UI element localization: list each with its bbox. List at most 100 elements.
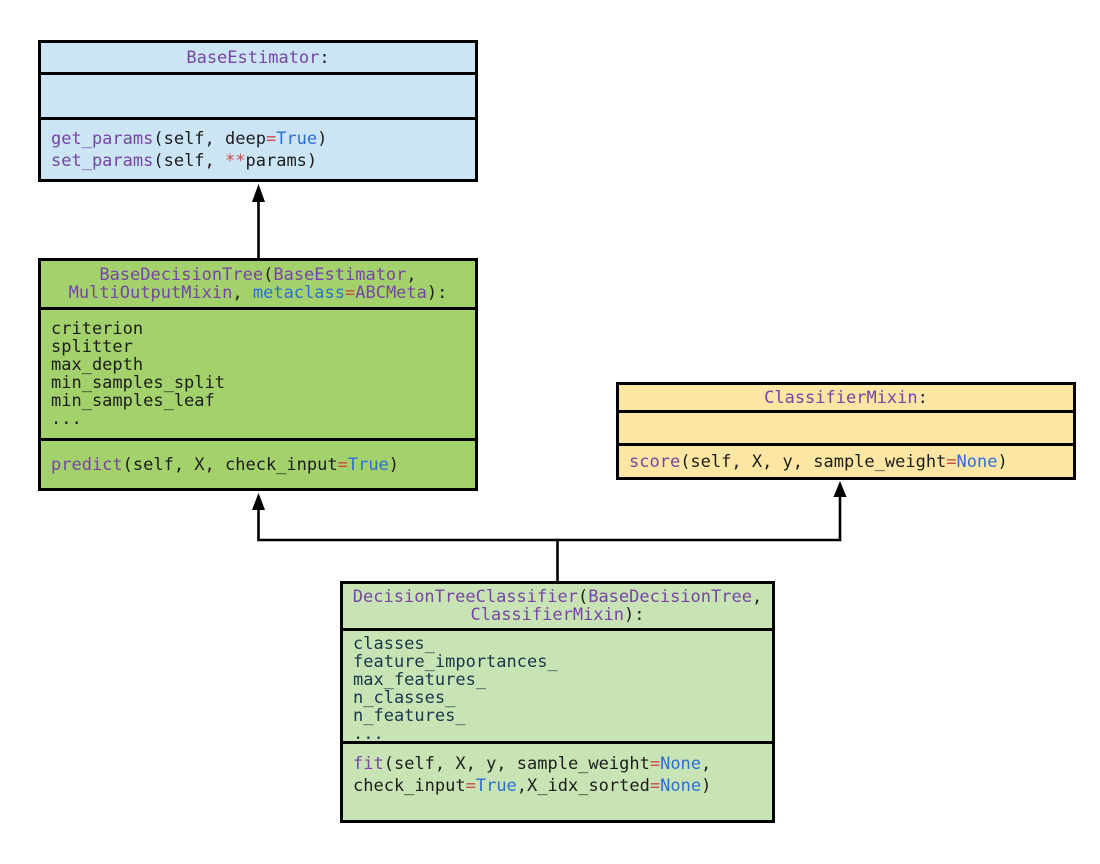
code-line: criterion: [51, 320, 475, 338]
code-segment: n_classes_: [353, 688, 456, 708]
code-segment: (: [577, 587, 589, 607]
code-line: fit(self, X, y, sample_weight=None,: [353, 753, 772, 775]
code-segment: :: [917, 387, 928, 408]
code-line: ClassifierMixin:: [619, 389, 1073, 407]
code-line: set_params(self, **params): [51, 150, 475, 172]
code-line: BaseDecisionTree(BaseEstimator,: [41, 266, 475, 284]
code-line: MultiOutputMixin, metaclass=ABCMeta):: [41, 284, 475, 302]
code-line: splitter: [51, 338, 475, 356]
code-segment: True: [475, 776, 517, 796]
code-line: max_features_: [353, 671, 772, 689]
code-line: feature_importances_: [353, 653, 772, 671]
code-segment: min_samples_leaf: [51, 391, 215, 411]
code-segment: ,X_idx_sorted: [516, 776, 650, 796]
code-segment: BaseDecisionTree: [99, 265, 264, 285]
code-segment: :: [319, 47, 330, 68]
code-segment: ,: [232, 283, 253, 303]
code-line: max_depth: [51, 356, 475, 374]
code-segment: None: [660, 776, 702, 796]
code-segment: BaseEstimator: [186, 47, 320, 68]
code-segment: max_features_: [353, 670, 487, 690]
code-segment: DecisionTreeClassifier: [352, 587, 578, 607]
code-line: score(self, X, y, sample_weight=None): [629, 451, 1073, 473]
code-segment: check_input: [353, 776, 466, 796]
class-title-decision-tree-classifier: DecisionTreeClassifier(BaseDecisionTree,…: [343, 584, 772, 631]
class-attributes-decision-tree-classifier: classes_feature_importances_max_features…: [343, 631, 772, 744]
code-line: ...: [353, 724, 772, 744]
code-segment: =: [649, 754, 661, 774]
code-segment: =: [344, 283, 356, 303]
code-line: n_classes_: [353, 689, 772, 707]
class-box-base-estimator: BaseEstimator: get_params(self, deep=Tru…: [38, 40, 478, 182]
code-segment: fit: [353, 754, 384, 774]
code-segment: get_params: [51, 128, 154, 149]
code-line: n_features_: [353, 707, 772, 725]
class-attributes-classifier-mixin: [619, 413, 1073, 446]
code-segment: (self, X, check_input: [122, 454, 338, 475]
class-box-decision-tree-classifier: DecisionTreeClassifier(BaseDecisionTree,…: [340, 581, 775, 823]
arrowhead-up-icon: [833, 481, 847, 497]
code-segment: ):: [624, 605, 645, 625]
code-line: BaseEstimator:: [41, 49, 475, 67]
code-segment: ,: [701, 754, 712, 774]
arrowhead-up-icon: [252, 493, 265, 510]
code-segment: None: [660, 754, 702, 774]
code-segment: ): [317, 128, 328, 149]
code-segment: ClassifierMixin: [470, 605, 625, 625]
code-segment: ABCMeta: [355, 283, 427, 303]
code-segment: =: [649, 776, 661, 796]
code-segment: None: [956, 451, 998, 472]
code-segment: =: [265, 128, 277, 149]
code-line: ClassifierMixin):: [343, 606, 772, 624]
code-segment: predict: [51, 454, 123, 475]
class-box-base-decision-tree: BaseDecisionTree(BaseEstimator,MultiOutp…: [38, 258, 478, 491]
code-segment: ):: [426, 283, 448, 303]
code-segment: ): [997, 451, 1008, 472]
code-segment: ): [388, 454, 400, 475]
code-segment: score: [629, 451, 681, 472]
code-segment: n_features_: [353, 706, 466, 726]
class-methods-classifier-mixin: score(self, X, y, sample_weight=None): [619, 446, 1073, 477]
code-segment: (self, X, y, sample_weight: [383, 754, 650, 774]
inheritance-arrow-decisiontreeclassifier-to-basedecisiontree: [252, 493, 559, 581]
code-line: check_input=True,X_idx_sorted=None): [353, 775, 772, 797]
code-segment: True: [276, 128, 318, 149]
code-line: get_params(self, deep=True): [51, 128, 475, 150]
code-segment: max_depth: [51, 355, 144, 375]
inheritance-arrow-basedecisiontree-to-baseestimator: [252, 184, 265, 258]
code-segment: feature_importances_: [353, 652, 558, 672]
code-line: predict(self, X, check_input=True): [51, 454, 475, 476]
code-line: DecisionTreeClassifier(BaseDecisionTree,: [343, 588, 772, 606]
code-line: min_samples_split: [51, 374, 475, 392]
class-methods-base-estimator: get_params(self, deep=True)set_params(se…: [41, 120, 475, 179]
code-segment: metaclass: [252, 283, 345, 303]
code-segment: ClassifierMixin: [764, 387, 918, 408]
code-segment: ,: [751, 587, 763, 607]
code-segment: min_samples_split: [51, 373, 225, 393]
code-segment: =: [946, 451, 957, 472]
code-segment: BaseDecisionTree: [588, 587, 752, 607]
class-title-base-decision-tree: BaseDecisionTree(BaseEstimator,MultiOutp…: [41, 261, 475, 310]
code-segment: =: [337, 454, 348, 475]
class-box-classifier-mixin: ClassifierMixin: score(self, X, y, sampl…: [616, 382, 1076, 480]
code-segment: ): [701, 776, 712, 796]
class-methods-base-decision-tree: predict(self, X, check_input=True): [41, 441, 475, 488]
arrowhead-up-icon: [252, 184, 265, 202]
code-segment: =: [465, 776, 476, 796]
code-segment: params): [245, 150, 318, 171]
code-segment: (self, deep: [153, 128, 266, 149]
code-segment: ,: [406, 265, 417, 285]
code-segment: BaseEstimator: [273, 265, 407, 285]
class-title-base-estimator: BaseEstimator:: [41, 43, 475, 75]
code-segment: **: [225, 150, 246, 171]
code-segment: (self,: [153, 150, 226, 171]
code-segment: ...: [51, 409, 82, 429]
code-segment: splitter: [51, 337, 133, 357]
code-segment: ...: [353, 724, 384, 744]
code-segment: (self, X, y, sample_weight: [680, 451, 947, 472]
code-segment: criterion: [51, 319, 144, 339]
inheritance-arrow-decisiontreeclassifier-to-classifiermixin: [556, 481, 847, 542]
class-title-classifier-mixin: ClassifierMixin:: [619, 385, 1073, 413]
code-line: ...: [51, 410, 475, 428]
